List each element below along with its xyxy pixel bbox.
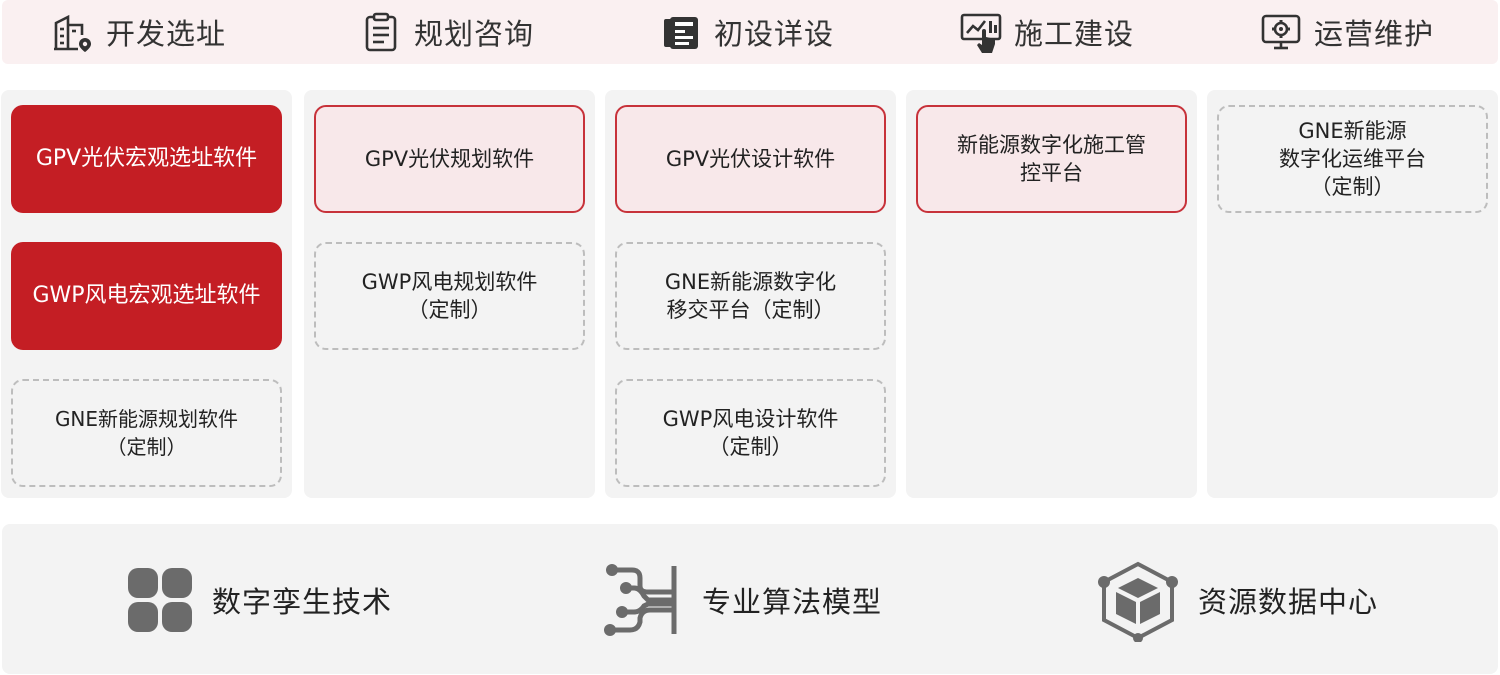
tech-label: 专业算法模型: [702, 585, 883, 619]
building-location-icon: [54, 14, 91, 52]
card-gpv-macro-siting[interactable]: GPV光伏宏观选址软件: [11, 105, 282, 213]
stage-label: 运营维护: [1314, 17, 1435, 51]
column-site-selection: GPV光伏宏观选址软件 GWP风电宏观选址软件 GNE新能源规划软件 （定制）: [1, 90, 292, 498]
stage-construction[interactable]: 施工建设: [960, 0, 1134, 64]
stage-preliminary-design[interactable]: 初设详设: [660, 0, 834, 64]
stage-label: 施工建设: [1014, 17, 1135, 51]
card-gne-planning[interactable]: GNE新能源规划软件 （定制）: [11, 379, 282, 487]
network-nodes-icon: [604, 564, 677, 636]
card-construction-control-platform[interactable]: 新能源数字化施工管 控平台: [916, 105, 1187, 213]
column-construction: 新能源数字化施工管 控平台: [906, 90, 1197, 498]
stage-label: 初设详设: [714, 17, 835, 51]
column-planning-consulting: GPV光伏规划软件 GWP风电规划软件 （定制）: [304, 90, 595, 498]
card-gpv-planning[interactable]: GPV光伏规划软件: [314, 105, 585, 213]
touch-screen-chart-icon: [960, 13, 1002, 53]
tech-label: 资源数据中心: [1198, 585, 1379, 619]
document-list-icon: [365, 12, 397, 52]
card-gne-om-platform[interactable]: GNE新能源 数字化运维平台 （定制）: [1217, 105, 1488, 213]
stage-site-selection[interactable]: 开发选址: [52, 0, 226, 64]
card-gwp-planning[interactable]: GWP风电规划软件 （定制）: [314, 242, 585, 350]
stage-label: 规划咨询: [414, 17, 535, 51]
cube-network-icon: [1098, 561, 1178, 642]
technology-bar: [2, 524, 1498, 674]
column-operation: GNE新能源 数字化运维平台 （定制）: [1207, 90, 1498, 498]
card-gpv-design[interactable]: GPV光伏设计软件: [615, 105, 886, 213]
blueprint-icon: [664, 17, 698, 49]
stage-label: 开发选址: [106, 17, 227, 51]
stage-header-bar: [2, 0, 1498, 64]
stage-operation-maintenance[interactable]: 运营维护: [1260, 0, 1434, 64]
column-design: GPV光伏设计软件 GNE新能源数字化 移交平台（定制） GWP风电设计软件 （…: [605, 90, 896, 498]
tech-label: 数字孪生技术: [212, 585, 393, 619]
card-gne-digital-handover[interactable]: GNE新能源数字化 移交平台（定制）: [615, 242, 886, 350]
monitor-gear-icon: [1261, 14, 1301, 50]
tech-digital-twin[interactable]: 数字孪生技术: [126, 560, 392, 640]
four-blocks-icon: [128, 568, 192, 632]
card-gwp-design[interactable]: GWP风电设计软件 （定制）: [615, 379, 886, 487]
card-gwp-macro-siting[interactable]: GWP风电宏观选址软件: [11, 242, 282, 350]
tech-algorithm-models[interactable]: 专业算法模型: [604, 560, 882, 640]
stage-planning-consulting[interactable]: 规划咨询: [360, 0, 534, 64]
tech-resource-data-center[interactable]: 资源数据中心: [1096, 560, 1379, 642]
